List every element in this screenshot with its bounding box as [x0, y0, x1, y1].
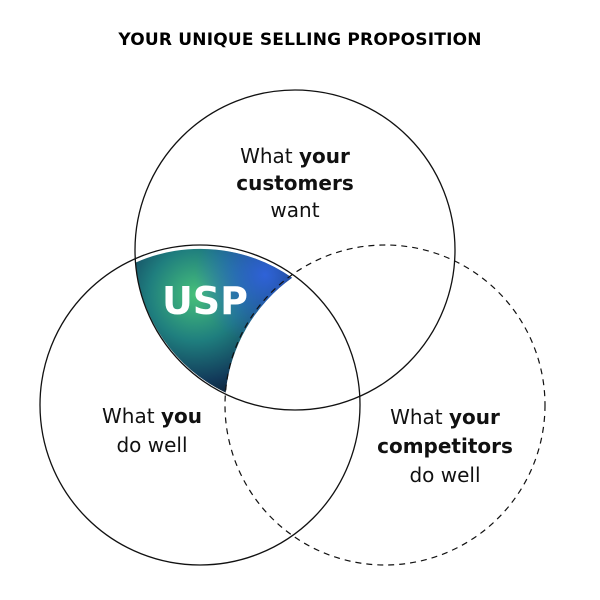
competitors-label-line1: What your	[390, 405, 500, 429]
you-label-line1: What you	[102, 404, 202, 428]
customers-label-line2: customers	[236, 171, 353, 195]
circle-you	[39, 244, 361, 566]
page-title: YOUR UNIQUE SELLING PROPOSITION	[118, 30, 482, 50]
circle-customers	[134, 89, 456, 411]
circle-competitors	[224, 244, 546, 566]
competitors-label-line3: do well	[409, 463, 480, 487]
you-label-line2: do well	[116, 433, 187, 457]
competitors-label-line2: competitors	[377, 434, 513, 458]
customers-label-line3: want	[270, 198, 319, 222]
customers-label-line1: What your	[240, 144, 350, 168]
usp-label: USP	[162, 279, 248, 323]
usp-region-highlight	[135, 248, 293, 393]
